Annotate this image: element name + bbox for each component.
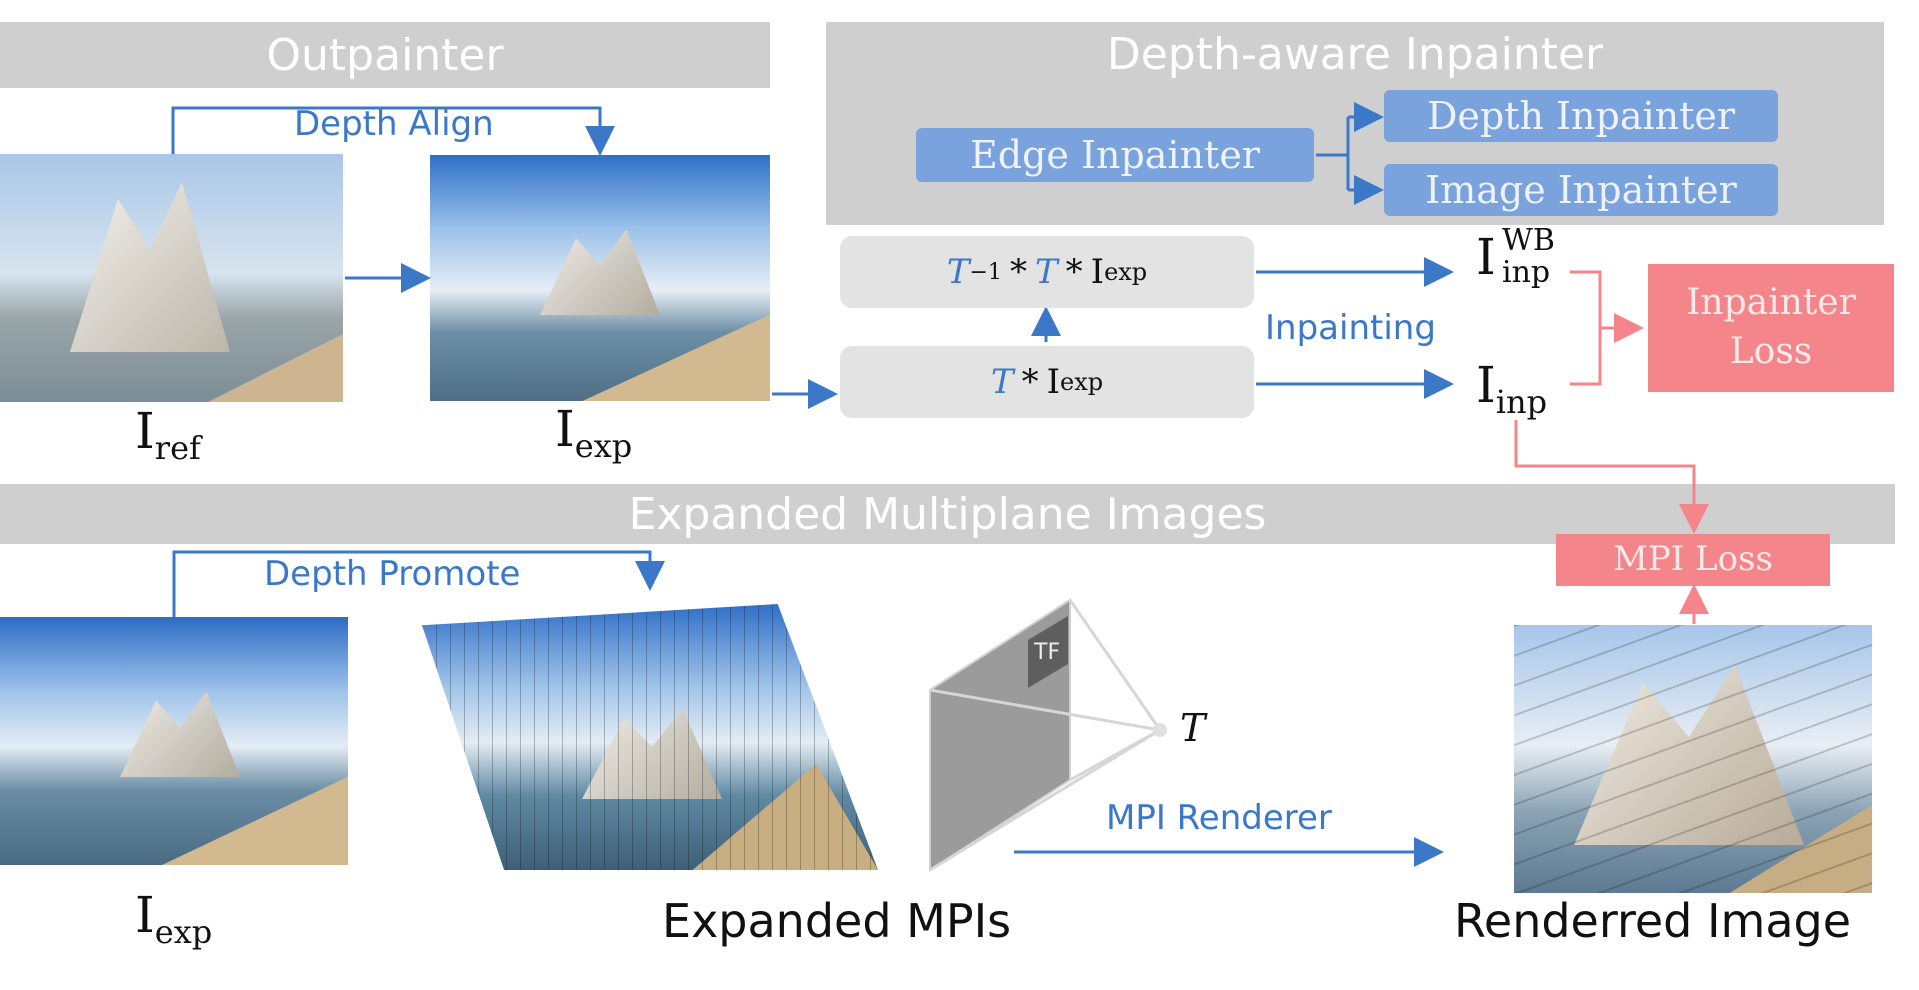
camera-pose-label: T [1180,706,1206,750]
exp-sub: exp [574,427,633,465]
camera-frustum [929,598,1167,872]
depth-inpainter-box: Depth Inpainter [1384,90,1778,142]
inpainter-loss-box: Inpainter Loss [1648,264,1894,392]
i-symbol: I [1476,356,1496,414]
exp-sub: exp [1060,368,1104,396]
expanded-mpis-caption: Expanded MPIs [662,894,1012,948]
i-symbol: I [1090,252,1105,292]
i-symbol: I [555,400,575,458]
tf-label: TF [1034,640,1061,665]
star-symbol: * [1009,252,1027,292]
depth-align-label: Depth Align [294,104,494,144]
t-symbol: T [1034,252,1058,292]
exp-sub: exp [154,913,213,951]
star-symbol: * [1065,252,1083,292]
i-inp-label: Iinp [1476,356,1547,421]
t-symbol: T [990,362,1014,402]
rendered-image-caption: Renderred Image [1454,894,1852,948]
i-inp-wb-label: I WB inp [1476,226,1555,288]
inpainter-loss-line2: Loss [1729,331,1813,372]
star-symbol: * [1021,362,1039,402]
mpi-loss-box: MPI Loss [1556,534,1830,586]
i-exp-caption-top: Iexp [555,400,632,465]
rendered-image [1514,625,1872,893]
inpainting-label: Inpainting [1265,308,1436,348]
depth-promote-arrow [172,550,665,617]
expanded-mpis-stack [422,604,878,870]
inp-sub: inp [1495,383,1548,421]
inpainter-loss-bracket [1570,270,1638,386]
reference-image [0,154,343,402]
edge-fork [1316,117,1350,190]
i-symbol: I [1046,362,1060,402]
depth-promote-label: Depth Promote [264,554,521,594]
expanded-image-mpi [0,617,348,865]
expanded-image-outpainter [430,155,770,401]
ref-sub: ref [154,429,201,467]
mpi-renderer-label: MPI Renderer [1106,798,1332,838]
inp-to-mpi-loss-arrow [1514,420,1709,534]
i-ref-caption: Iref [135,402,201,467]
i-symbol: I [135,402,155,460]
t-symbol: T [946,252,970,292]
edge-inpainter-box: Edge Inpainter [916,128,1314,182]
i-exp-caption-bottom: Iexp [135,886,212,951]
wb-sup: WB [1502,223,1555,258]
depth-inpainter-header: Depth-aware Inpainter [1106,28,1604,80]
image-inpainter-box: Image Inpainter [1384,164,1778,216]
i-symbol: I [1476,228,1496,286]
inp-sub: inp [1502,255,1551,290]
depth-align-arrow [171,106,615,156]
inpainter-loss-line1: Inpainter [1686,282,1856,324]
i-symbol: I [135,886,155,944]
outpainter-header: Outpainter [0,22,770,88]
exp-sub: exp [1104,258,1148,286]
inverse-sup: −1 [969,259,1002,285]
